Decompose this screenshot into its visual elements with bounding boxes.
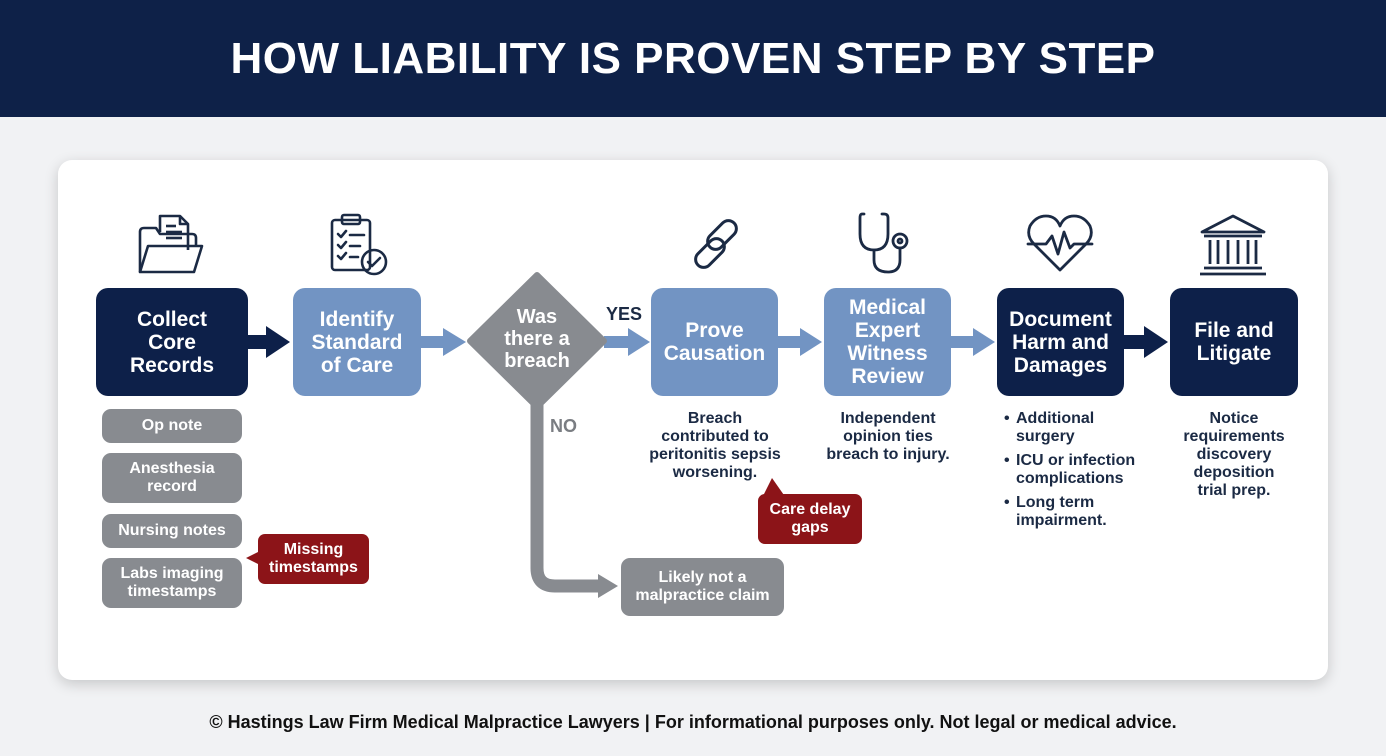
branch-no-label: NO [550, 416, 577, 436]
clipboard-checklist-icon [330, 213, 388, 276]
arrow-causation-to-expert [778, 328, 822, 356]
step-file-and-litigate: File and Litigate [1170, 288, 1298, 396]
arrow-expert-to-document [951, 328, 995, 356]
step-collect-core-records: Collect Core Records [96, 288, 248, 396]
footer-disclaimer: © Hastings Law Firm Medical Malpractice … [209, 712, 1177, 732]
header-banner: HOW LIABILITY IS PROVEN STEP BY STEP [0, 0, 1386, 117]
expert-description: Independent opinion ties breach to injur… [826, 410, 950, 463]
chain-link-icon [694, 219, 738, 269]
callout-care-delay-pointer [762, 478, 786, 498]
record-nursing-notes: Nursing notes [102, 514, 242, 548]
arrow-collect-to-identify [248, 326, 290, 358]
callout-missing-timestamps: Missing timestamps [258, 534, 369, 584]
record-op-note: Op note [102, 409, 242, 443]
stethoscope-icon [858, 212, 909, 274]
decision-diamond [467, 272, 607, 410]
damage-item: Long term impairment. [1004, 494, 1164, 530]
damage-item: Additional surgery [1004, 410, 1164, 446]
causation-description: Breach contributed to peritonitis sepsis… [649, 410, 781, 481]
folder-icon [138, 214, 204, 274]
no-outcome-box: Likely not a malpractice claim [621, 558, 784, 616]
page-title: HOW LIABILITY IS PROVEN STEP BY STEP [230, 33, 1156, 83]
record-anesthesia: Anesthesia record [102, 453, 242, 503]
record-labs-imaging: Labs imaging timestamps [102, 558, 242, 608]
arrow-decision-to-causation [604, 328, 650, 356]
callout-missing-pointer [246, 552, 258, 564]
branch-yes-label: YES [606, 304, 643, 324]
step-prove-causation: Prove Causation [651, 288, 778, 396]
step-identify-standard-of-care: Identify Standard of Care [293, 288, 421, 396]
arrow-no-branch [530, 404, 618, 598]
arrow-identify-to-decision [421, 328, 466, 356]
step-medical-expert-review: Medical Expert Witness Review [824, 288, 951, 396]
decision-breach-label: Was there a breach [504, 306, 570, 372]
damage-item: ICU or infection complications [1004, 452, 1164, 488]
courthouse-icon [1200, 214, 1266, 276]
arrow-document-to-file [1124, 326, 1168, 358]
file-description: Notice requirements discovery deposition… [1183, 410, 1285, 499]
callout-care-delay-gaps: Care delay gaps [758, 494, 862, 544]
damages-list: Additional surgery ICU or infection comp… [1004, 410, 1164, 536]
step-document-harm-damages: Document Harm and Damages [997, 288, 1124, 396]
heart-pulse-icon [1026, 214, 1094, 272]
